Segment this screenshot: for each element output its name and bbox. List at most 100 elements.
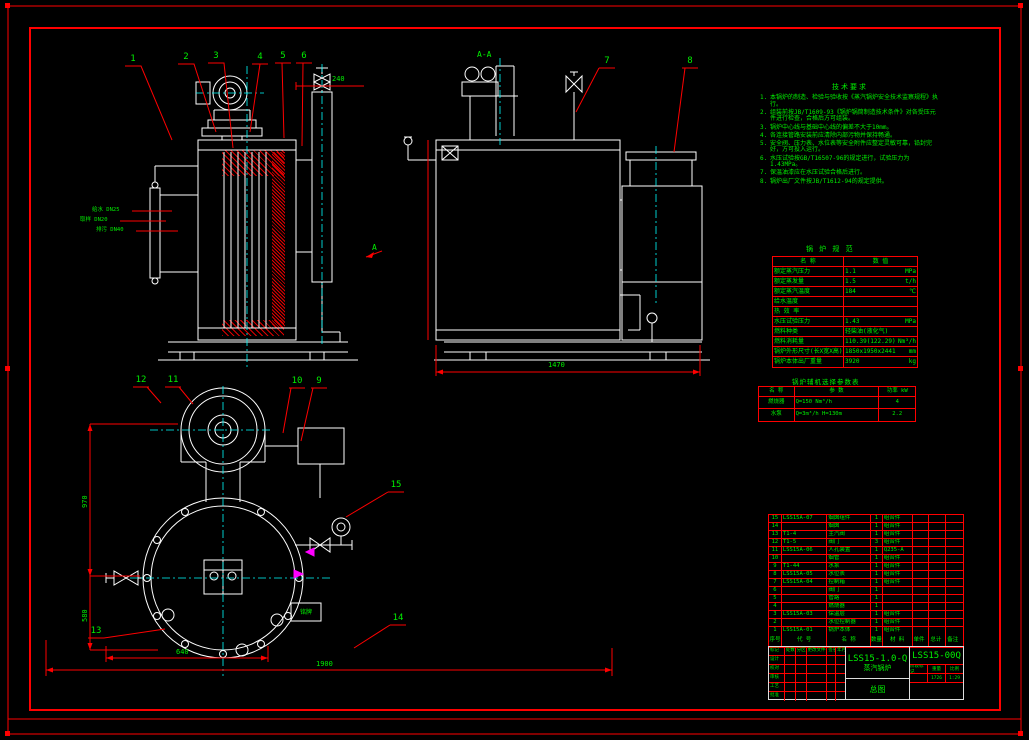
title-block: 标记 处数 分区 更改文件号 签名 年月日 设计	[768, 646, 964, 701]
bom-cell-remark	[946, 539, 964, 547]
aux-rows: 燃烧器 Q=150 Nm³/h 4 水泵 Q=3m³/h H=130m 2.2	[759, 397, 915, 421]
weight-value: 1726	[928, 674, 946, 683]
spec-value: 1.5	[845, 277, 856, 285]
bom-cell-qty: 1	[870, 587, 883, 595]
port-label-feedwater: 给水 DN25	[92, 207, 120, 213]
tb-cell: 工艺	[769, 683, 785, 692]
product-model-cell: LSS15-1.0-Q 蒸汽锅炉	[846, 647, 909, 679]
tb-cell	[784, 683, 796, 692]
bom-cell-no: 14	[769, 523, 782, 531]
bom-cell-name: 烟管	[827, 555, 871, 563]
bom-row: 6 阀门 1	[769, 587, 964, 595]
bom-cell-material: 组合件	[883, 627, 913, 635]
stage-label: 阶段标记	[910, 665, 928, 674]
tb-cell	[827, 692, 837, 701]
bom-cell-no: 12	[769, 539, 782, 547]
spec-header-name: 名 称	[773, 257, 845, 267]
spec-rows: 额定蒸汽压力 1.1 MPa 额定蒸发量 1.5 t/h 额定蒸汽温度	[773, 267, 917, 367]
bom-cell-no: 1	[769, 627, 782, 635]
spec-row: 燃料种类 轻柴油(液化气)	[773, 327, 917, 337]
note-number: 5.	[760, 140, 768, 148]
bom-cell-code	[781, 587, 828, 595]
tb-cell: 标记	[769, 647, 785, 656]
note-text: 水压试验按GB/T16507-96的规定进行，试验压力为1.43MPa。	[770, 154, 910, 169]
bom-cell-code	[781, 603, 828, 611]
bom-cell-name: 水位控制器	[827, 619, 871, 627]
title-block-row: 批准	[769, 692, 845, 701]
tb-cell	[795, 665, 807, 674]
bom-cell-total-weight	[929, 579, 947, 587]
bom-cell-unit-weight	[912, 619, 930, 627]
tb-cell: 分区	[795, 647, 807, 656]
tb-cell	[827, 656, 837, 665]
bom-cell-remark	[946, 515, 964, 523]
spec-unit: kg	[908, 358, 916, 365]
dim-1470: 1470	[548, 361, 565, 369]
bom-cell-remark	[946, 579, 964, 587]
bom-header-unit-weight: 单件	[913, 635, 930, 647]
bom-cell-material: 组合件	[882, 611, 913, 619]
bom-cell-qty: 1	[870, 611, 883, 619]
balloon-2: 2	[183, 52, 189, 62]
balloon-7: 7	[604, 56, 610, 66]
title-block-spare	[910, 683, 963, 699]
bom-row: 9 T1-44 水泵 1 组合件	[769, 563, 964, 571]
spec-unit: MPa	[905, 317, 916, 325]
view-plan	[105, 387, 353, 659]
bom-row: 15 LSS15A-07 烟囱组件 1 组合件	[769, 515, 964, 523]
bom-cell-remark	[946, 627, 963, 635]
bom-cell-name: 烟囱组件	[827, 515, 871, 523]
dim-240: 240	[332, 75, 345, 83]
spec-cell-label: 燃料消耗量	[773, 337, 845, 347]
bom-cell-name: 燃烧器	[827, 603, 871, 611]
tb-cell	[836, 683, 845, 692]
bom-cell-code	[781, 555, 828, 563]
bom-cell-no: 15	[769, 515, 782, 523]
spec-row: 热 效 率	[773, 307, 917, 317]
bom-cell-no: 13	[769, 531, 782, 539]
spec-cell-value: 1.43 MPa	[844, 317, 917, 327]
spec-unit: MPa	[905, 267, 916, 275]
bom-row: 10 烟管 1 组合件	[769, 555, 964, 563]
note-number: 4.	[760, 131, 768, 139]
spec-unit: Nm³/h	[897, 337, 916, 345]
bom-cell-total-weight	[929, 611, 947, 619]
spec-header-value: 数 值	[844, 257, 917, 267]
bom-header-remark: 备注	[947, 637, 959, 644]
aux-cell-name: 燃烧器	[759, 397, 795, 409]
spec-unit: t/h	[905, 277, 916, 285]
spec-cell-value	[844, 307, 917, 317]
view-front	[149, 67, 358, 361]
aux-cell-power: 4	[879, 397, 915, 409]
spec-value: 3920	[845, 358, 860, 365]
bom-cell-remark	[946, 595, 964, 603]
bom-cell-code	[781, 595, 828, 603]
balloon-15: 15	[390, 480, 402, 490]
tb-cell: 年月日	[836, 647, 845, 656]
bom-cell-name: 水泵	[827, 563, 871, 571]
spec-row: 锅炉外形尺寸(长X宽X高) 1850x1950x2441 mm	[773, 347, 917, 357]
bom-cell-no: 8	[769, 571, 782, 579]
spec-cell-label: 锅炉本体出厂重量	[773, 357, 845, 367]
bom-cell-remark	[946, 571, 964, 579]
frame-center-marks	[5, 3, 1023, 736]
aux-cell-param: Q=150 Nm³/h	[794, 397, 880, 409]
spec-cell-value: 1.1 MPa	[844, 267, 917, 277]
bom-cell-total-weight	[929, 571, 947, 579]
spec-cell-label: 锅炉外形尺寸(长X宽X高)	[773, 347, 845, 357]
drawing-number: LSS15-00Q	[910, 647, 963, 665]
balloon-1: 1	[130, 54, 136, 64]
tb-cell	[784, 656, 796, 665]
bom-cell-no: 5	[769, 595, 782, 603]
bom-cell-name: 阀门	[827, 539, 871, 547]
bom-cell-name: 锅炉本体	[827, 627, 871, 635]
bom-cell-total-weight	[929, 587, 947, 595]
aux-cell-param: Q=3m³/h H=130m	[795, 409, 880, 421]
bom-cell-material	[882, 603, 913, 611]
tb-cell	[836, 665, 845, 674]
bom-cell-unit-weight	[912, 523, 930, 531]
title-block-revision-grid: 标记 处数 分区 更改文件号 签名 年月日 设计	[769, 647, 846, 701]
bom-cell-remark	[946, 611, 964, 619]
